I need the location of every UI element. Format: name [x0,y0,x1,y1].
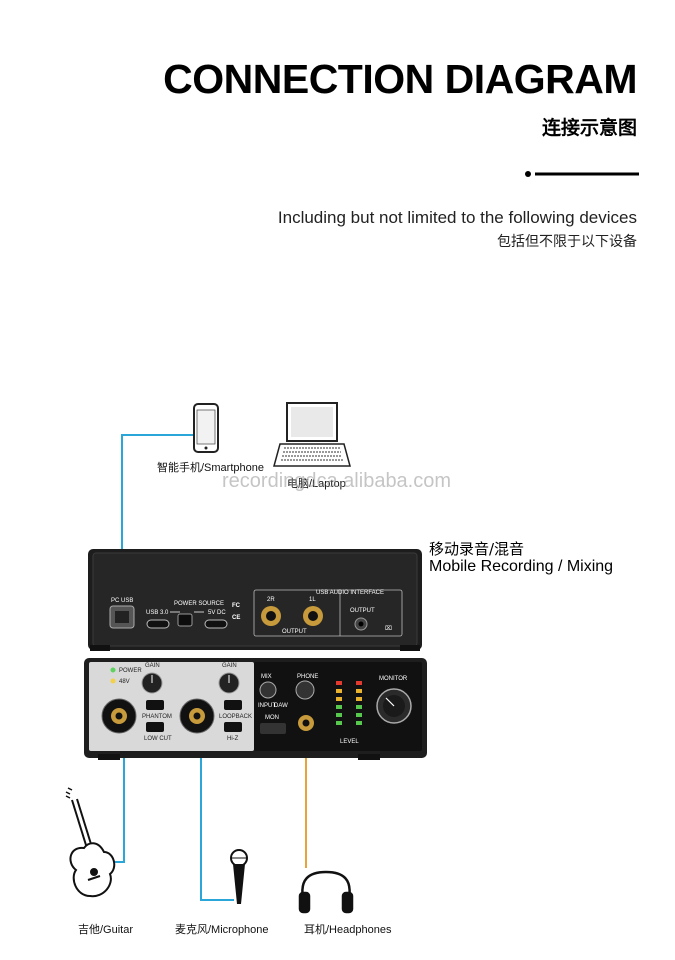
microphone-icon [230,849,248,904]
guitar-icon [65,787,116,898]
page-title: CONNECTION DIAGRAM [163,56,637,102]
svg-text:LEVEL: LEVEL [340,739,359,745]
watermark: recordingdca.alibaba.com [222,470,452,492]
svg-text:USB AUDIO INTERFACE: USB AUDIO INTERFACE [316,590,384,596]
mobile-recording-cn: 移动录音/混音 [429,540,525,558]
svg-text:PC USB: PC USB [111,598,133,604]
subtitle-en: Including but not limited to the followi… [277,208,637,227]
svg-text:PHONE: PHONE [297,674,318,680]
page-title-cn: 连接示意图 [541,117,637,139]
svg-text:PHANTOM: PHANTOM [142,714,172,720]
svg-text:OUTPUT: OUTPUT [350,608,375,614]
svg-text:LOOPBACK: LOOPBACK [219,714,252,720]
svg-text:MONITOR: MONITOR [379,676,408,682]
svg-text:OUTPUT: OUTPUT [282,629,307,635]
laptop-icon [273,402,351,467]
svg-text:USB 3.0: USB 3.0 [146,610,169,616]
svg-text:⌧: ⌧ [385,625,392,632]
svg-text:DAW: DAW [274,703,288,709]
guitar-label: 吉他/Guitar [78,924,134,936]
svg-text:5V DC: 5V DC [208,610,226,616]
headphones-label: 耳机/Headphones [304,924,392,936]
svg-text:POWER SOURCE: POWER SOURCE [174,601,224,607]
svg-text:GAIN: GAIN [222,663,237,669]
svg-text:2R: 2R [267,597,275,603]
headphones-icon [298,870,354,914]
svg-text:MIX: MIX [261,674,272,680]
svg-text:GAIN: GAIN [145,663,160,669]
svg-text:FC: FC [232,603,241,609]
laptop-label: 电脑/Laptop [287,478,346,490]
interface-rear-panel: FC CE ⌧ PC USB USB 3.0 POWER SOURCE 5V D… [88,549,422,651]
subtitle-cn: 包括但不限于以下设备 [497,234,637,250]
svg-text:LOW CUT: LOW CUT [144,736,172,742]
svg-text:Hi-Z: Hi-Z [227,736,239,742]
svg-text:MON: MON [265,715,279,721]
microphone-label: 麦克风/Microphone [175,924,269,936]
svg-text:1L: 1L [309,597,316,603]
title-divider [525,171,639,177]
smartphone-icon [193,403,219,453]
interface-front-panel: POWER 48V GAIN GAIN PHANTOM LOW CUT LOOP… [84,658,427,760]
smartphone-label: 智能手机/Smartphone [157,462,264,474]
svg-text:POWER: POWER [119,668,142,674]
usb-cable [121,434,194,604]
mobile-recording-en: Mobile Recording / Mixing [429,558,614,575]
mic-cable [200,718,234,901]
svg-text:CE: CE [232,615,240,621]
svg-text:INPUT: INPUT [258,703,276,709]
svg-text:48V: 48V [119,679,130,685]
